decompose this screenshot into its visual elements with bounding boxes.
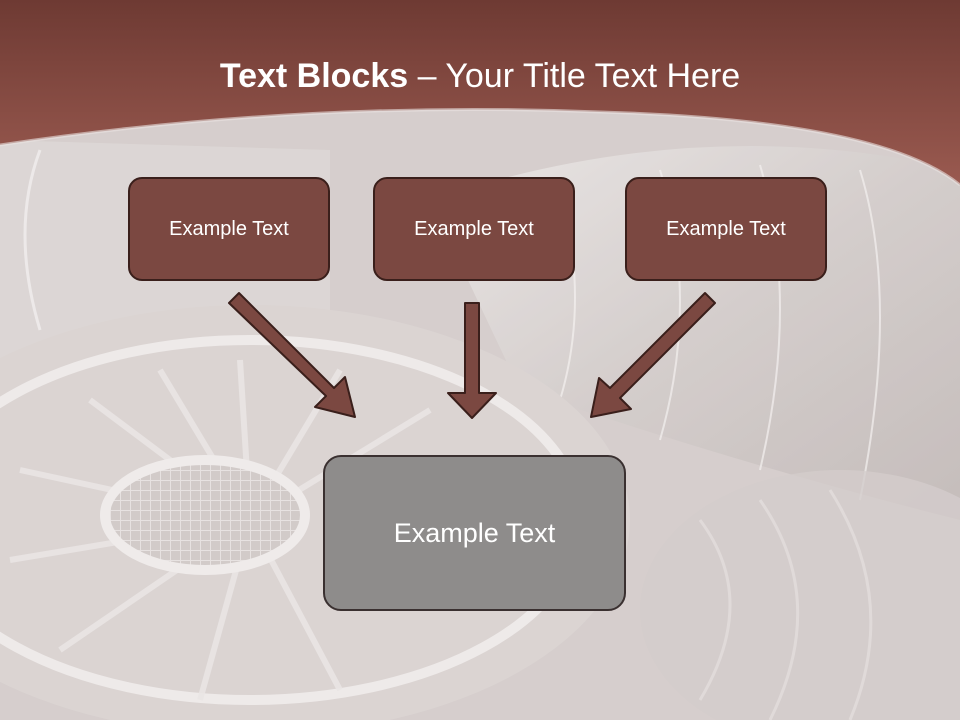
text-block-right[interactable]: Example Text <box>625 177 827 281</box>
text-block-center[interactable]: Example Text <box>373 177 575 281</box>
text-block-right-label: Example Text <box>666 217 786 240</box>
title-bold: Text Blocks <box>219 57 409 95</box>
text-block-bottom-label: Example Text <box>393 517 556 548</box>
page-title: Text Blocks – Your Title Text Here <box>0 52 960 100</box>
title-dash: – <box>408 57 446 95</box>
text-block-left[interactable]: Example Text <box>128 177 330 281</box>
text-block-center-label: Example Text <box>414 217 534 240</box>
title-rest: Your Title Text Here <box>445 57 741 95</box>
text-block-left-label: Example Text <box>169 217 289 240</box>
text-block-bottom[interactable]: Example Text <box>323 455 626 611</box>
